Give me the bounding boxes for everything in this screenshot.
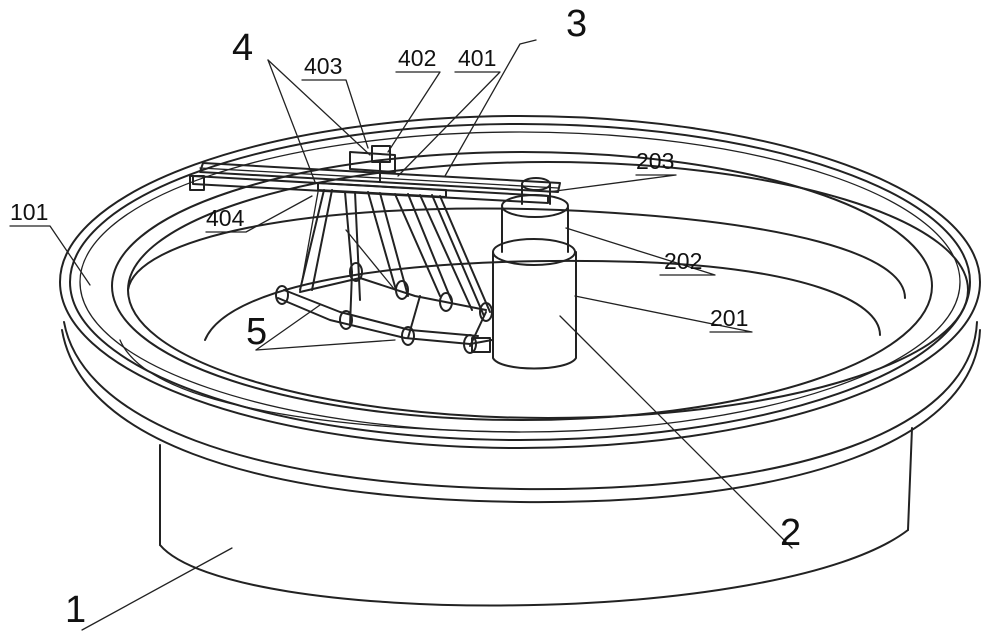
roller-joint	[395, 280, 409, 300]
label-402: 402	[398, 45, 436, 71]
roller-chain-rear	[299, 277, 487, 311]
roller-chain-back	[283, 289, 479, 337]
slider-block	[349, 151, 396, 173]
roller-chain-front	[277, 297, 493, 345]
roller-joint	[463, 334, 477, 354]
roller-joint	[349, 262, 363, 282]
label-403: 403	[304, 53, 342, 79]
label-404: 404	[206, 205, 245, 231]
base-cylinder-top	[492, 238, 576, 266]
central-column	[492, 177, 577, 370]
roller-link-1	[349, 271, 353, 327]
base-cylinder	[492, 251, 577, 370]
crossbar	[317, 182, 447, 198]
roller-assembly	[275, 262, 493, 354]
top-cylinder	[521, 183, 551, 205]
top-cylinder-cap	[521, 177, 551, 191]
inner-floor-shadow	[119, 339, 521, 433]
guide-rail	[189, 145, 561, 204]
label-1: 1	[65, 589, 86, 631]
rim-outer-bottom	[61, 329, 981, 504]
label-5: 5	[246, 311, 267, 353]
inner-floor-front	[204, 259, 881, 341]
roller-joint	[401, 326, 415, 346]
rail-top-face	[199, 162, 561, 193]
roller-end	[275, 285, 289, 305]
mid-cylinder	[501, 207, 569, 253]
label-401: 401	[458, 45, 496, 71]
label-4: 4	[232, 27, 253, 69]
tank-right-wall	[907, 427, 913, 531]
mid-cylinder-top	[501, 194, 569, 218]
label-203: 203	[636, 148, 674, 174]
rim-outer-middle	[63, 321, 978, 491]
inner-floor-back	[127, 207, 906, 299]
part-labels: 1 2 3 4 5 101 201 202 203 401 402 403 40…	[10, 3, 801, 631]
label-201: 201	[710, 305, 748, 331]
roller-end-cap	[471, 337, 491, 353]
label-2: 2	[780, 512, 801, 554]
rim-outer-edge	[59, 115, 981, 449]
label-3: 3	[566, 3, 587, 45]
leader-lines	[9, 39, 793, 631]
roller-joint	[439, 292, 453, 312]
label-101: 101	[10, 199, 48, 225]
tank-bottom-edge	[159, 529, 909, 607]
tank-body	[59, 115, 981, 607]
hanger-rods	[299, 189, 491, 317]
label-202: 202	[664, 248, 702, 274]
roller-joint	[339, 310, 353, 330]
roller-link-2	[407, 295, 421, 339]
rim-outer-lip	[69, 123, 971, 441]
rail-end-bracket	[189, 175, 205, 191]
hanging-frame	[299, 182, 491, 317]
rim-inner-edge	[111, 151, 933, 421]
